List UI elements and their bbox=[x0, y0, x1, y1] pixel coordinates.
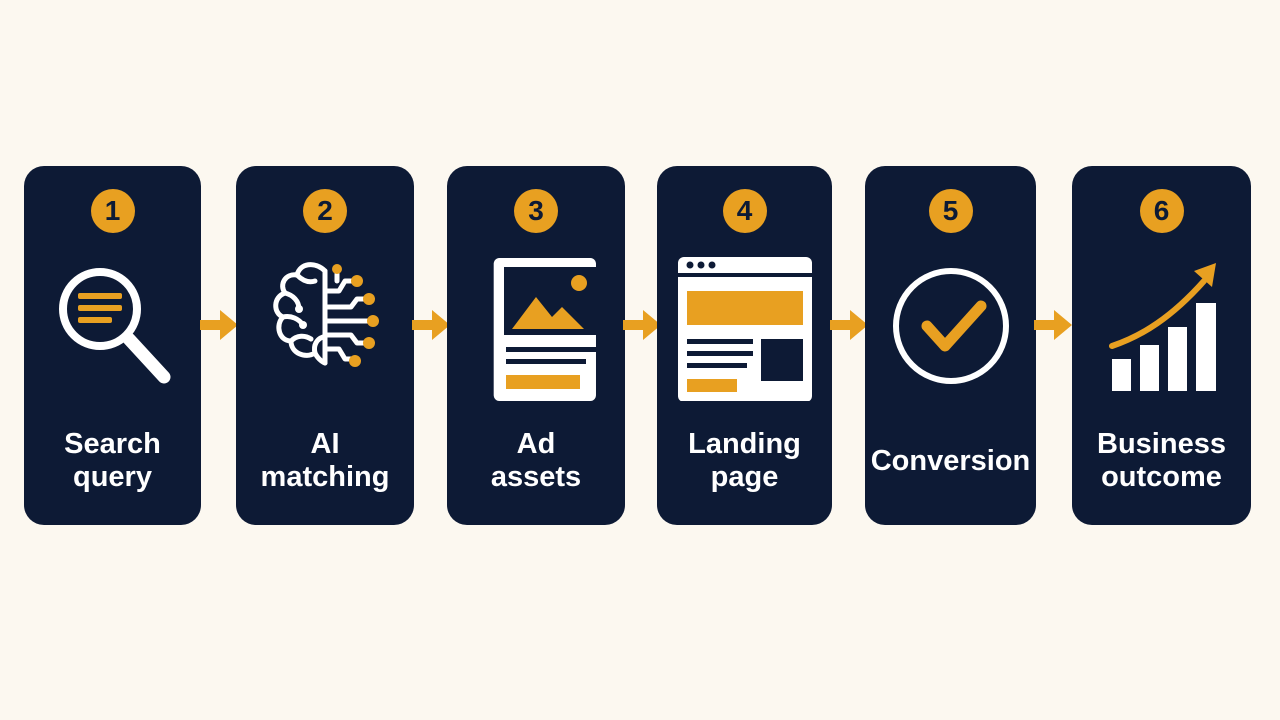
step-label-line2: query bbox=[73, 461, 152, 493]
step-card-business-outcome: 6 Business outcome bbox=[1072, 166, 1251, 525]
step-label: Ad assets bbox=[447, 424, 625, 498]
step-label-line2: assets bbox=[490, 461, 582, 493]
step-number-badge: 1 bbox=[90, 189, 135, 233]
step-label-line1: Ad bbox=[516, 428, 556, 460]
step-number-badge: 6 bbox=[1139, 189, 1184, 233]
step-card-landing-page: 4 Landing page bbox=[657, 166, 832, 525]
step-label-line2: matching bbox=[260, 461, 390, 493]
step-card-conversion: 5 Conversion bbox=[865, 166, 1036, 525]
arrow-right-icon bbox=[412, 305, 452, 345]
step-label-line1: Business bbox=[1097, 428, 1226, 460]
step-number-badge: 5 bbox=[928, 189, 973, 233]
brain-circuit-icon bbox=[255, 251, 395, 401]
step-label-line1: Search bbox=[64, 428, 161, 460]
image-ad-icon bbox=[466, 251, 606, 401]
step-label: Search query bbox=[24, 424, 201, 498]
step-label: Landing page bbox=[657, 424, 832, 498]
step-label-line1: AI bbox=[310, 428, 340, 460]
arrow-right-icon bbox=[623, 305, 663, 345]
step-label-line2: page bbox=[710, 461, 779, 493]
step-label-line1: Conversion bbox=[870, 444, 1031, 477]
step-number-badge: 3 bbox=[514, 189, 558, 233]
arrow-right-icon bbox=[200, 305, 240, 345]
step-card-ad-assets: 3 Ad assets bbox=[447, 166, 625, 525]
step-label: Business outcome bbox=[1072, 424, 1251, 498]
step-card-search-query: 1 Search query bbox=[24, 166, 201, 525]
checkmark-circle-icon bbox=[881, 251, 1021, 401]
arrow-right-icon bbox=[1034, 305, 1074, 345]
step-label: Conversion bbox=[865, 424, 1036, 498]
step-number-badge: 4 bbox=[722, 189, 767, 233]
arrow-right-icon bbox=[830, 305, 870, 345]
growth-chart-icon bbox=[1092, 251, 1232, 401]
step-card-ai-matching: 2 bbox=[236, 166, 414, 525]
step-label-line1: Landing bbox=[688, 428, 801, 460]
browser-window-icon bbox=[675, 251, 815, 401]
step-number-badge: 2 bbox=[303, 189, 347, 233]
step-label-line2: outcome bbox=[1101, 461, 1222, 493]
step-label: AI matching bbox=[236, 424, 414, 498]
magnifier-search-icon bbox=[43, 251, 183, 401]
